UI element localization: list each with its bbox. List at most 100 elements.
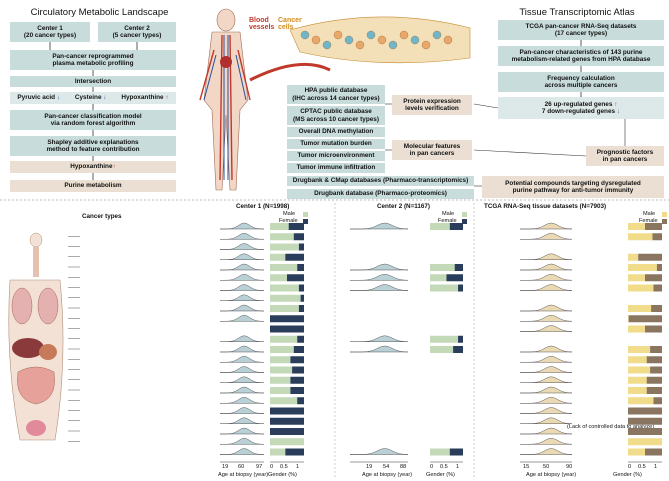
c1-gender-female <box>290 387 304 394</box>
cysteine-label: Cysteine ↓ <box>74 94 107 102</box>
c2-gender-male <box>430 223 450 230</box>
legend-female-swatch <box>462 219 467 224</box>
c1-gender-male <box>270 233 294 241</box>
vein-lines <box>203 35 247 180</box>
tcga-gender-male <box>628 233 653 241</box>
tcga-header: TCGA RNA-Seq tissue datasets (N=7903) <box>484 203 607 210</box>
cell-shape <box>311 35 321 45</box>
cell-shape <box>322 40 332 50</box>
tcga-density <box>519 263 573 271</box>
connector-line <box>473 103 499 109</box>
freq-calc-box: Frequency calculation across multiple ca… <box>498 72 664 92</box>
c1-gender-female <box>297 264 304 271</box>
cancer-types-header: Cancer types <box>82 213 122 220</box>
cell-shape <box>377 35 387 45</box>
c2-g-0: 0 <box>430 464 434 470</box>
tcga-density <box>519 417 573 424</box>
c1-gender-male <box>270 223 289 230</box>
c1-density <box>219 448 265 455</box>
c2-density <box>349 263 409 271</box>
c1-density <box>219 427 265 435</box>
tcga-gender-male <box>628 325 645 333</box>
c1-density <box>219 438 265 445</box>
shapley-box: Shapley additive explanations method to … <box>10 136 176 156</box>
immune-box: Tumor immune infiltration <box>287 163 385 173</box>
cell-shape <box>421 40 431 50</box>
legend-male-swatch <box>303 212 308 217</box>
tcga-gender-female <box>645 448 662 456</box>
tcga-gender-female <box>646 387 662 394</box>
c1-gender-male <box>270 438 304 446</box>
legend-male-swatch <box>462 212 467 217</box>
c1-gender-male <box>270 305 299 312</box>
tcga-gender-female <box>651 305 662 312</box>
c2-gender-female <box>453 346 463 353</box>
hpa-box: HPA public database (IHC across 14 cance… <box>287 85 385 104</box>
c1-gender-male <box>270 376 291 384</box>
c1-gender-male <box>270 346 294 353</box>
legend-female-swatch <box>662 219 667 224</box>
tcga-density <box>519 356 573 363</box>
c1-density <box>219 243 265 250</box>
c2-age-label: Age at biopsy (year) <box>362 472 413 478</box>
c2-tick-2: 88 <box>400 464 407 470</box>
c1-density <box>219 253 265 260</box>
c1-density <box>219 294 265 301</box>
c1-gender-female <box>298 284 304 292</box>
c1-density <box>219 335 265 342</box>
cell-shape <box>344 35 354 45</box>
tcga-gender-male <box>628 376 647 384</box>
c1-gender-female <box>285 253 304 261</box>
c1-tick-0: 19 <box>222 464 229 470</box>
tcga-g-0: 0 <box>628 464 632 470</box>
c2-g-1: 0.5 <box>440 464 448 470</box>
c1-density <box>219 417 265 424</box>
c2-density <box>349 274 409 281</box>
tcga-age-label: Age at biopsy (year) <box>526 472 577 478</box>
up-genes: 26 up-regulated genes ↑ <box>544 100 618 108</box>
center2-box: Center 2 (5 cancer types) <box>98 22 176 42</box>
tcga-gender-male <box>628 315 629 323</box>
tcga-gender-female <box>653 397 662 405</box>
c2-gender-male <box>430 264 455 271</box>
cell-shape <box>443 35 453 45</box>
tcga-g-2: 1 <box>654 464 658 470</box>
c2-g-2: 1 <box>456 464 460 470</box>
left-title: Circulatory Metabolic Landscape <box>30 7 169 18</box>
cell-shape <box>410 35 420 45</box>
purine-box: Purine metabolism <box>10 180 176 192</box>
c1-gender-female <box>293 346 304 353</box>
c2-density <box>349 284 409 291</box>
pancancer-char-box: Pan-cancer characteristics of 143 purine… <box>498 46 664 66</box>
c2-gender-male <box>430 284 459 292</box>
tcga-density <box>519 427 573 435</box>
c1-gender-female <box>290 376 304 384</box>
tcga-density <box>519 345 573 353</box>
tcga-density <box>519 222 573 230</box>
c1-gender-female <box>270 417 304 425</box>
cptac-box: CPTAC public database (MS across 10 canc… <box>287 106 385 125</box>
tcga-density <box>519 274 573 281</box>
tcga-gender-female <box>653 284 662 292</box>
intestine-shape <box>17 366 55 405</box>
c2-gender-female <box>446 274 463 282</box>
c1-gender-female <box>292 366 304 374</box>
c1-gender-label: Gender (%) <box>268 472 297 478</box>
tcga-g-1: 0.5 <box>638 464 646 470</box>
c1-density <box>219 407 265 414</box>
c1-gender-male <box>270 356 291 364</box>
tcga-gender-male <box>628 448 645 456</box>
cell-shape <box>432 30 442 40</box>
c1-g-2: 1 <box>296 464 300 470</box>
center1-box: Center 1 (20 cancer types) <box>10 22 90 42</box>
legend-male-c2: Male <box>442 211 455 217</box>
legend-female-c1: Female <box>279 218 298 224</box>
c2-gender-male <box>430 448 450 456</box>
c1-density <box>219 233 265 240</box>
tcga-density <box>519 253 573 260</box>
metabolite-row: Pyruvic acid ↓ Cysteine ↓ Hypoxanthine ↑ <box>10 92 176 104</box>
pyruvic-label: Pyruvic acid ↓ <box>17 94 61 102</box>
right-title: Tissue Transcriptomic Atlas <box>519 7 635 18</box>
c1-gender-female <box>297 335 304 343</box>
intersection-box: Intersection <box>10 76 176 87</box>
